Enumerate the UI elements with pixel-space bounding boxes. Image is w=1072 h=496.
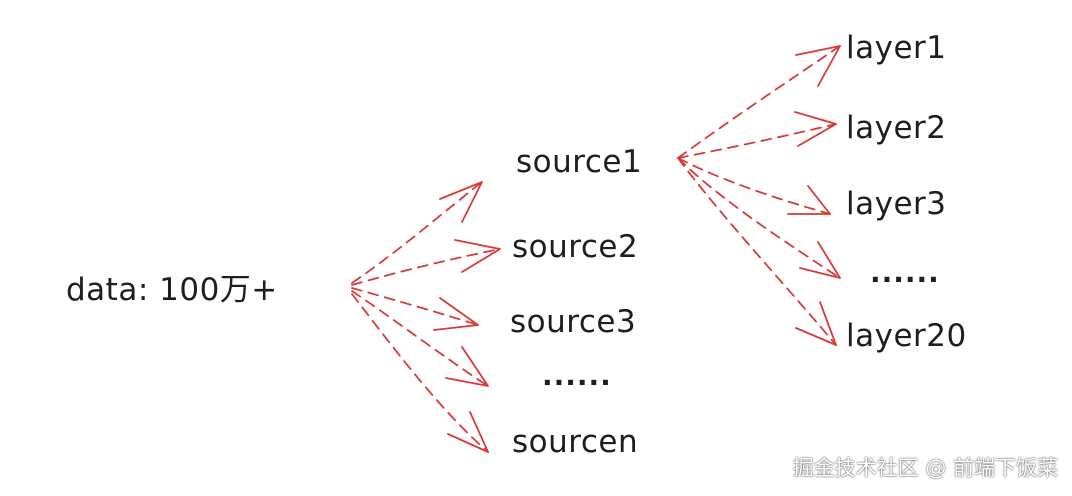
edge-source1-layer1 bbox=[677, 45, 841, 159]
arrow-head-layer-ellipsis bbox=[799, 241, 841, 279]
source-node-label: sourcen bbox=[512, 424, 638, 460]
edge-root-source2 bbox=[351, 248, 501, 286]
edge-source1-layer2 bbox=[677, 123, 837, 159]
source-node-label: source1 bbox=[516, 144, 642, 180]
layer-node-label: layer2 bbox=[846, 110, 947, 146]
arrow-head-layer1 bbox=[795, 45, 841, 87]
arrow-head-layer20 bbox=[795, 301, 837, 346]
arrow-head-sourcen bbox=[447, 411, 489, 453]
arrow-head-source3 bbox=[433, 297, 479, 331]
source-node-label: source2 bbox=[512, 229, 638, 265]
root-edges bbox=[351, 181, 501, 453]
edge-root-sourcen bbox=[351, 293, 489, 453]
arrow-head-source1 bbox=[439, 181, 483, 223]
layer-node-label: layer20 bbox=[846, 318, 967, 354]
source1-edges bbox=[677, 45, 841, 346]
arrow-head-layer3 bbox=[787, 185, 831, 215]
arrow-head-source-ellipsis bbox=[445, 346, 489, 387]
root-node-label: data: 100万+ bbox=[66, 272, 278, 308]
layer-node-label: layer1 bbox=[846, 30, 947, 66]
arrow-head-source2 bbox=[454, 239, 501, 273]
edge-root-source-ellipsis bbox=[351, 290, 489, 387]
layer-ellipsis-label: ...... bbox=[870, 256, 940, 289]
edge-source1-layer-ellipsis bbox=[677, 157, 841, 279]
source-node-label: source3 bbox=[510, 304, 636, 340]
layer-node-label: layer3 bbox=[846, 186, 947, 222]
edge-root-source3 bbox=[351, 287, 479, 326]
source-ellipsis-label: ...... bbox=[542, 359, 612, 392]
edge-source1-layer20 bbox=[677, 157, 837, 346]
arrow-head-layer2 bbox=[794, 111, 837, 147]
edge-root-source1 bbox=[351, 181, 483, 284]
watermark-text: 掘金技术社区 @ 前端下饭菜 bbox=[792, 456, 1058, 480]
edge-source1-layer3 bbox=[677, 157, 831, 215]
